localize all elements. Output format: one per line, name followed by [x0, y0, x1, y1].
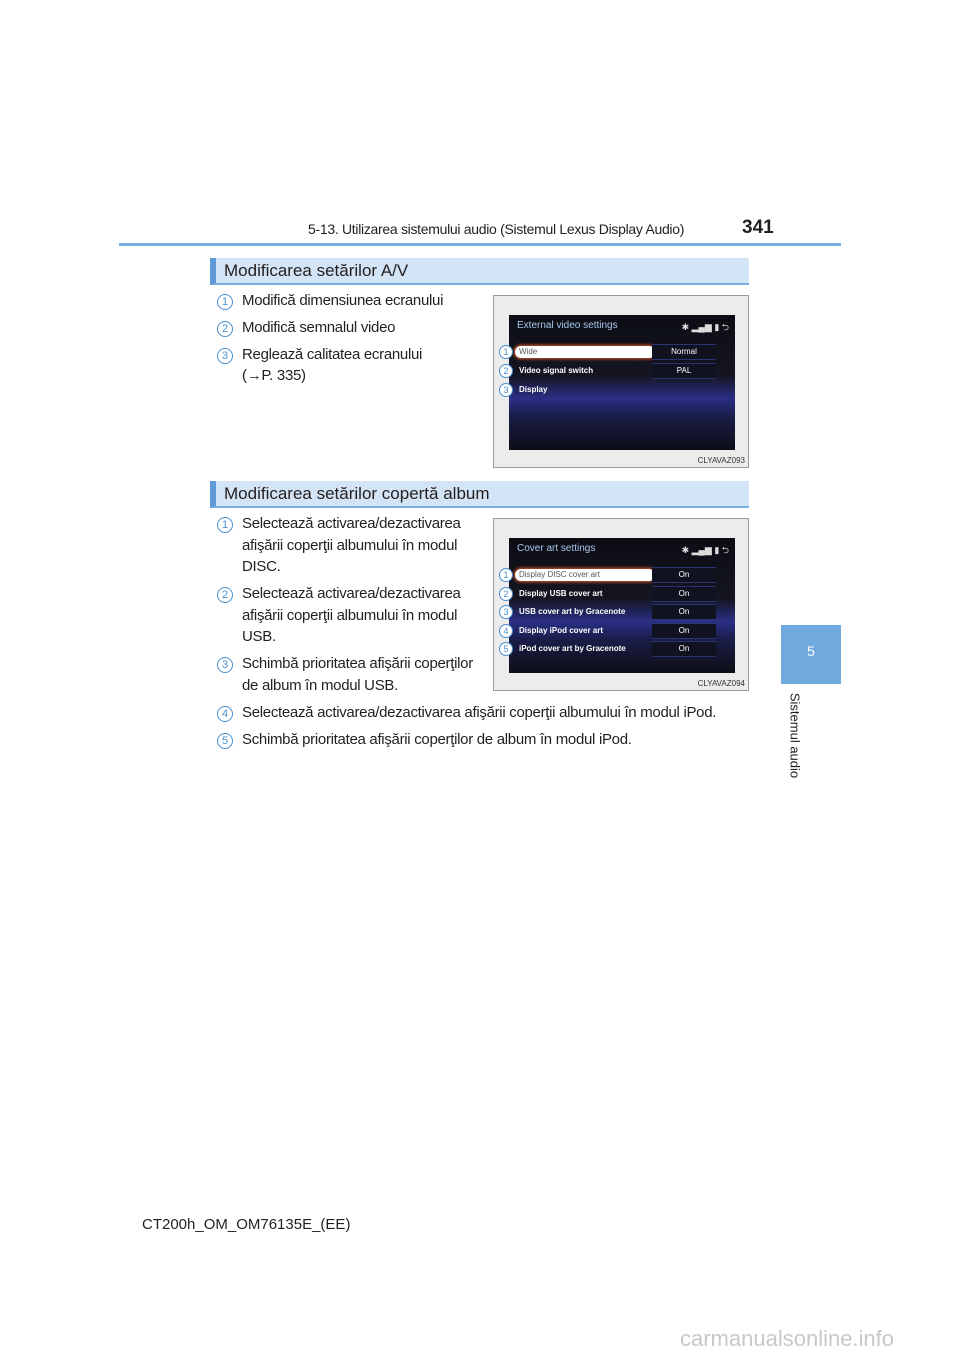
callout-number: 2 [499, 364, 513, 378]
screen-title: Cover art settings [517, 543, 596, 554]
callout-number: 4 [499, 624, 513, 638]
header-divider [119, 243, 841, 246]
item-text: (→P. 335) [242, 367, 306, 384]
watermark: carmanualsonline.info [680, 1326, 895, 1351]
item-text: USB. [242, 628, 276, 645]
setting-row-video-signal[interactable]: Video signal switch [519, 366, 594, 375]
item-text: Reglează calitatea ecranului [242, 346, 423, 363]
figure-code: CLYAVAZ094 [697, 679, 745, 688]
callout-number: 1 [499, 345, 513, 359]
screen-illustration-av: External video settings ✱ ▂▄▆ ▮ ⮌ Wide N… [493, 295, 749, 468]
callout-number: 3 [499, 605, 513, 619]
setting-value[interactable]: On [652, 604, 716, 620]
footer-code: CT200h_OM_OM76135E_(EE) [142, 1216, 351, 1233]
setting-value[interactable]: On [652, 623, 716, 639]
item-text: Selectează activarea/dezactivarea [242, 585, 461, 602]
chapter-tab-label: Sistemul audio [787, 692, 803, 779]
screen-title: External video settings [517, 320, 618, 331]
setting-row-usb-cover[interactable]: Display USB cover art [519, 589, 603, 598]
setting-value[interactable]: On [652, 586, 716, 602]
page-number: 341 [742, 217, 774, 238]
setting-value[interactable]: On [652, 567, 716, 583]
setting-value[interactable]: On [652, 641, 716, 657]
item-text: Schimbă prioritatea afişării coperţilor … [242, 731, 632, 748]
item-text: Selectează activarea/dezactivarea afişăr… [242, 704, 717, 721]
item-text: DISC. [242, 558, 281, 575]
callout-number: 2 [217, 321, 233, 337]
setting-row-usb-gracenote[interactable]: USB cover art by Gracenote [519, 607, 626, 616]
display-screen: External video settings ✱ ▂▄▆ ▮ ⮌ Wide N… [509, 315, 735, 450]
item-text: Modifică dimensiunea ecranului [242, 292, 444, 309]
item-text: de album în modul USB. [242, 677, 398, 694]
setting-row-ipod-gracenote[interactable]: iPod cover art by Gracenote [519, 644, 626, 653]
setting-row-wide[interactable]: Wide [515, 346, 655, 358]
section-heading-cover-art: Modificarea setărilor copertă album [210, 481, 749, 508]
section-heading-av: Modificarea setărilor A/V [210, 258, 749, 285]
callout-number: 4 [217, 706, 233, 722]
status-icons: ✱ ▂▄▆ ▮ ⮌ [681, 322, 729, 332]
callout-number: 3 [499, 383, 513, 397]
status-icons: ✱ ▂▄▆ ▮ ⮌ [681, 545, 729, 555]
callout-number: 3 [217, 348, 233, 364]
setting-row-ipod-cover[interactable]: Display iPod cover art [519, 626, 604, 635]
callout-number: 2 [217, 587, 233, 603]
figure-code: CLYAVAZ093 [697, 456, 745, 465]
item-text: Selectează activarea/dezactivarea [242, 515, 461, 532]
callout-number: 1 [499, 568, 513, 582]
callout-number: 3 [217, 657, 233, 673]
callout-number: 2 [499, 587, 513, 601]
callout-number: 1 [217, 294, 233, 310]
section-title: Modificarea setărilor A/V [224, 261, 409, 280]
display-screen: Cover art settings ✱ ▂▄▆ ▮ ⮌ Display DIS… [509, 538, 735, 673]
callout-number: 5 [499, 642, 513, 656]
section-title: Modificarea setărilor copertă album [224, 484, 490, 503]
item-text: Schimbă prioritatea afişării coperţilor [242, 655, 473, 672]
callout-number: 1 [217, 517, 233, 533]
setting-row-display[interactable]: Display [519, 385, 548, 394]
setting-row-disc-cover[interactable]: Display DISC cover art [515, 569, 655, 581]
chapter-title: 5-13. Utilizarea sistemului audio (Siste… [308, 221, 685, 237]
item-text: Modifică semnalul video [242, 319, 396, 336]
setting-value[interactable]: PAL [652, 363, 716, 379]
screen-illustration-cover-art: Cover art settings ✱ ▂▄▆ ▮ ⮌ Display DIS… [493, 518, 749, 691]
chapter-tab: 5 [781, 625, 841, 684]
callout-number: 5 [217, 733, 233, 749]
item-text: afişării coperţii albumului în modul [242, 537, 458, 554]
setting-value[interactable]: Normal [652, 344, 716, 360]
item-text: afişării coperţii albumului în modul [242, 607, 458, 624]
